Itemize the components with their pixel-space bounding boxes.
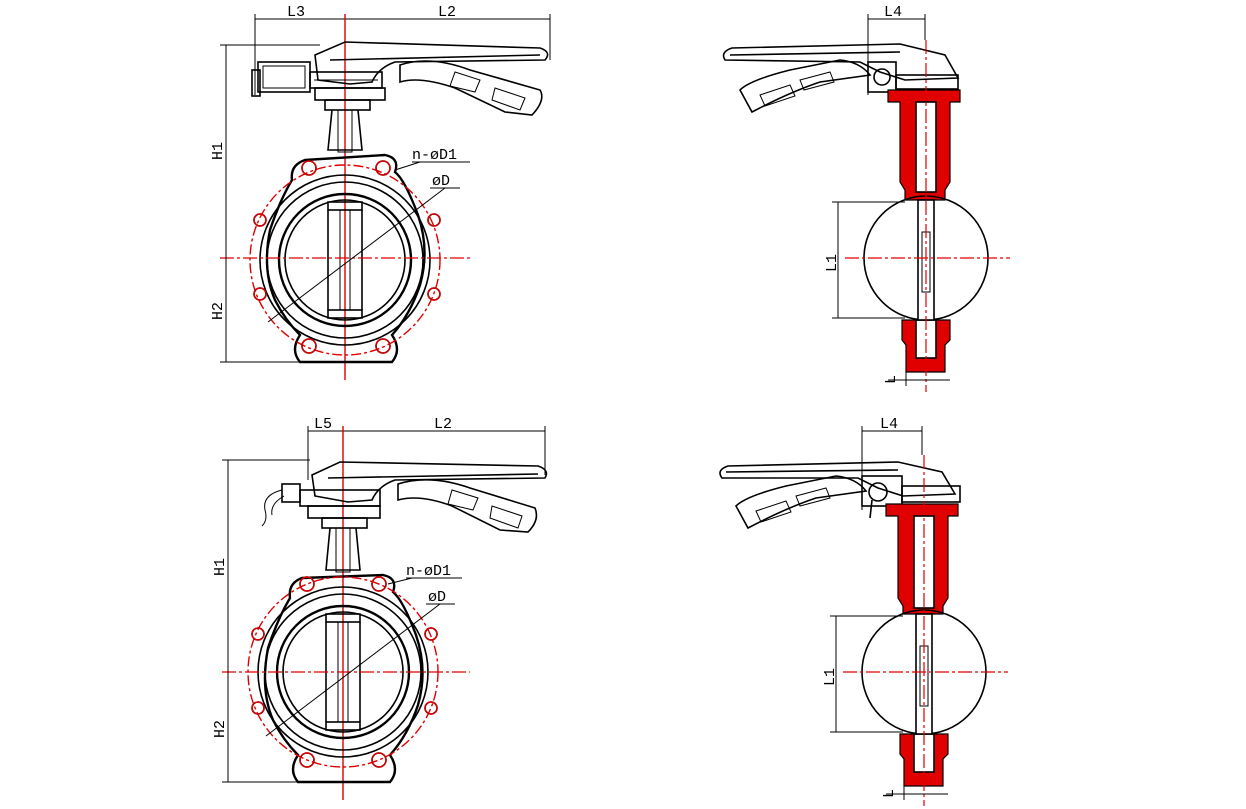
dim-l4: L4 bbox=[884, 4, 902, 21]
side-view-bottom: L4 L1 L bbox=[719, 416, 1008, 806]
callout-diameter-bottom: øD bbox=[428, 589, 446, 606]
dim-l5: L5 bbox=[314, 416, 332, 433]
lever-handle bbox=[314, 41, 549, 116]
dim-l: L bbox=[883, 375, 900, 384]
front-view-top: L3 L2 bbox=[210, 4, 551, 380]
lever-handle-bottom bbox=[311, 461, 548, 533]
dim-l2: L2 bbox=[438, 4, 456, 21]
dim-l2-bottom: L2 bbox=[434, 416, 452, 433]
bolt-holes bbox=[253, 160, 441, 354]
callout-diameter: øD bbox=[432, 173, 450, 190]
dim-h2: H2 bbox=[210, 302, 227, 320]
front-view-bottom: L5 L2 bbox=[212, 416, 548, 800]
dim-h2-bottom: H2 bbox=[212, 720, 229, 738]
callout-holes-bottom: n-øD1 bbox=[406, 563, 451, 580]
valve-body bbox=[259, 153, 431, 364]
bolt-circle bbox=[249, 164, 441, 356]
dim-l1: L1 bbox=[824, 254, 841, 272]
dim-l-bottom: L bbox=[881, 789, 898, 798]
dim-h1: H1 bbox=[210, 142, 227, 160]
callout-holes: n-øD1 bbox=[412, 147, 457, 164]
side-view-top: L4 L1 L bbox=[722, 4, 1010, 392]
lever-handle-side bbox=[722, 43, 960, 114]
dim-l3: L3 bbox=[287, 4, 305, 21]
lever-handle-side-bottom bbox=[719, 461, 957, 530]
bolt-holes-bottom bbox=[251, 576, 438, 768]
dim-h1-bottom: H1 bbox=[212, 558, 229, 576]
neck bbox=[327, 109, 363, 153]
lock-mechanism bbox=[251, 61, 311, 97]
actuator-switch bbox=[261, 483, 301, 527]
dim-l4-bottom: L4 bbox=[880, 416, 898, 433]
dim-l1-bottom: L1 bbox=[822, 668, 839, 686]
